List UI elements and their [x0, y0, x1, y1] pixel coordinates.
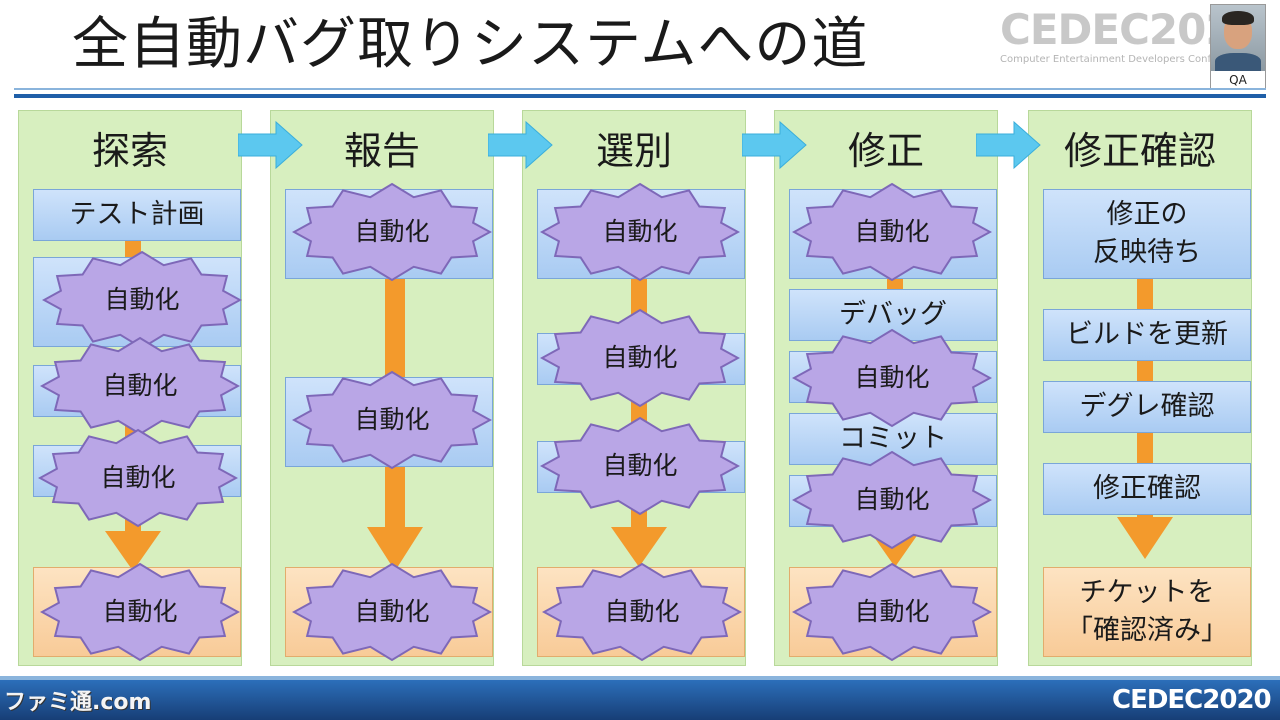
automation-badge-label: 自動化 [104, 285, 180, 314]
automation-badge: 自動化 [292, 182, 492, 282]
starburst-shape [540, 416, 740, 516]
automation-badge-label: 自動化 [604, 597, 680, 626]
cedec-logo-subtitle: Computer Entertainment Developers Conf [1000, 54, 1212, 65]
chevron-right-icon [742, 120, 807, 170]
qa-video-thumbnail: QA [1210, 4, 1266, 90]
automation-badge: 自動化 [540, 308, 740, 408]
automation-badge: 自動化 [42, 250, 242, 350]
starburst-shape [292, 562, 492, 662]
automation-badge-label: 自動化 [354, 217, 430, 246]
automation-badge: 自動化 [792, 328, 992, 428]
automation-badge-label: 自動化 [102, 371, 178, 400]
starburst-shape [792, 562, 992, 662]
automation-badge-label: 自動化 [354, 597, 430, 626]
automation-badge: 自動化 [792, 562, 992, 662]
footer-rule [0, 676, 1280, 680]
automation-badge: 自動化 [40, 336, 240, 436]
automation-badge-label: 自動化 [602, 343, 678, 372]
automation-badge: 自動化 [540, 182, 740, 282]
speaker-hair [1222, 11, 1254, 25]
automation-badge-label: 自動化 [602, 451, 678, 480]
automation-badge-label: 自動化 [854, 485, 930, 514]
automation-badge-label: 自動化 [854, 597, 930, 626]
starburst-shape [292, 370, 492, 470]
automation-badge: 自動化 [40, 562, 240, 662]
cedec-logo-top: CEDEC2020 Computer Entertainment Develop… [1000, 5, 1263, 66]
title-rule-thin [14, 88, 1266, 90]
automation-badge-label: 自動化 [102, 597, 178, 626]
starburst-shape [792, 450, 992, 550]
footer-cedec-logo: CEDEC2020 [1112, 685, 1272, 715]
column-title: 探索 [91, 129, 168, 173]
automation-badge: 自動化 [292, 562, 492, 662]
starburst-shape [792, 182, 992, 282]
step-box: デグレ確認 [1043, 381, 1251, 433]
chevron-right-icon [238, 120, 303, 170]
watermark-logo: ファミ通.com [4, 690, 152, 715]
column-title: 修正 [847, 129, 924, 173]
step-box: 修正確認 [1043, 463, 1251, 515]
cedec-logo-text: CEDEC2020 [1000, 5, 1263, 54]
speaker-body [1215, 53, 1261, 71]
automation-badge-label: 自動化 [602, 217, 678, 246]
starburst-shape [540, 182, 740, 282]
qa-label: QA [1211, 71, 1265, 89]
column-title: 選別 [595, 129, 672, 173]
chevron-right-icon [488, 120, 553, 170]
chevron-right-icon [976, 120, 1041, 170]
footer-bar [0, 680, 1280, 720]
column-title: 修正確認 [1063, 129, 1216, 173]
column-verify: 修正確認 修正の 反映待ち ビルドを更新 デグレ確認 修正確認 チケットを 「確… [1028, 110, 1252, 666]
step-box: テスト計画 [33, 189, 241, 241]
starburst-shape [540, 308, 740, 408]
slide-title: 全自動バグ取りシステムへの道 [72, 12, 869, 77]
speaker-photo [1211, 5, 1265, 71]
automation-badge: 自動化 [792, 450, 992, 550]
title-rule-thick [14, 94, 1266, 98]
starburst-shape [40, 562, 240, 662]
automation-badge-label: 自動化 [100, 463, 176, 492]
automation-badge: 自動化 [292, 370, 492, 470]
starburst-shape [792, 328, 992, 428]
step-box: チケットを 「確認済み」 [1043, 567, 1251, 657]
automation-badge-label: 自動化 [354, 405, 430, 434]
automation-badge: 自動化 [542, 562, 742, 662]
starburst-shape [542, 562, 742, 662]
column-title: 報告 [343, 129, 420, 173]
starburst-shape [292, 182, 492, 282]
automation-badge: 自動化 [540, 416, 740, 516]
step-box: 修正の 反映待ち [1043, 189, 1251, 279]
automation-badge-label: 自動化 [854, 363, 930, 392]
automation-badge: 自動化 [792, 182, 992, 282]
automation-badge: 自動化 [38, 428, 238, 528]
step-box: ビルドを更新 [1043, 309, 1251, 361]
automation-badge-label: 自動化 [854, 217, 930, 246]
starburst-shape [38, 428, 238, 528]
